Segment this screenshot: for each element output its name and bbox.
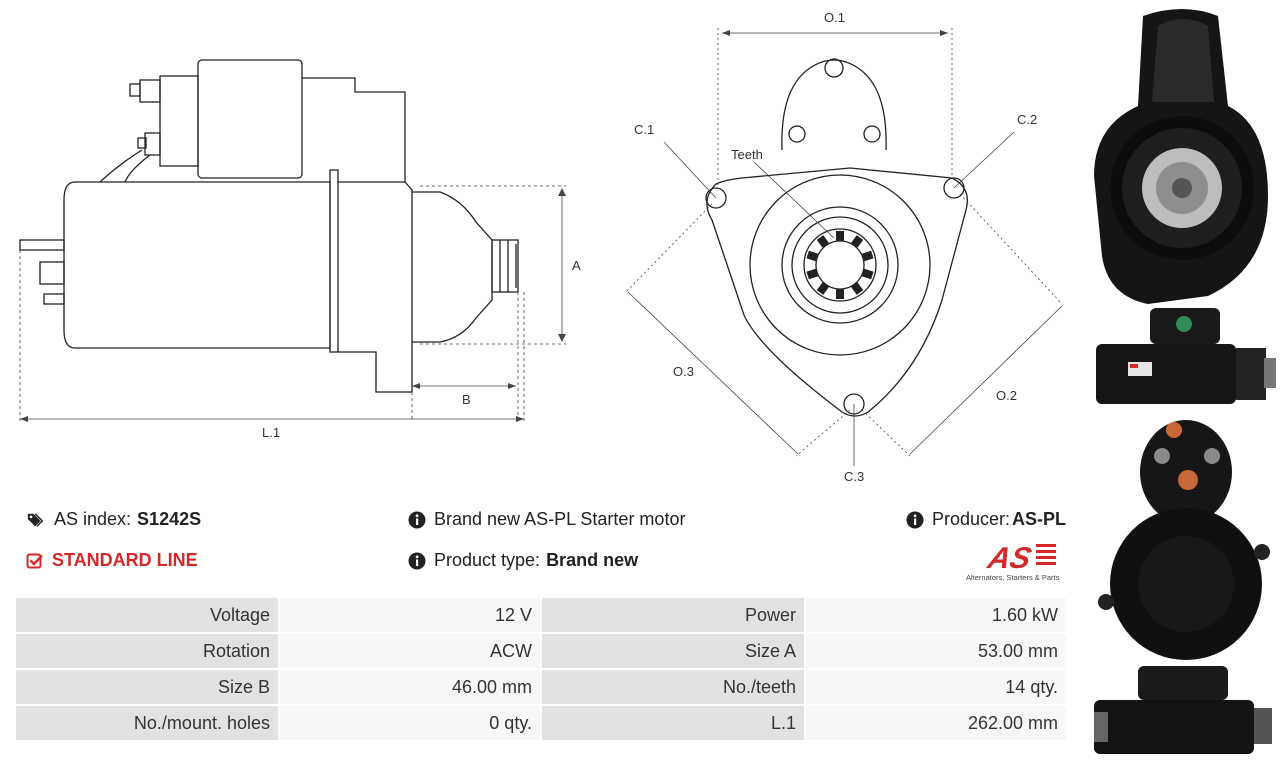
- specs-table: Voltage 12 V Power 1.60 kW Rotation ACW …: [14, 596, 1068, 742]
- as-index-value: S1242S: [137, 509, 202, 529]
- hole-c2-label: C.2: [1017, 112, 1037, 127]
- spec-value: 0 qty.: [280, 706, 540, 740]
- photo-side-view: [1096, 308, 1276, 404]
- as-pl-logo: AS Alternators, Starters & Parts: [966, 541, 1060, 582]
- teeth-label: Teeth: [731, 147, 763, 162]
- front-view-drawing: O.1 O.2 O.3 C.1 C.2 C.3 Teeth: [625, 10, 1063, 484]
- svg-text:Alternators, Starters & Parts: Alternators, Starters & Parts: [966, 573, 1060, 582]
- product-line-label: STANDARD LINE: [52, 550, 198, 570]
- dimension-a-label: A: [572, 258, 581, 273]
- dimension-l1-label: L.1: [262, 425, 280, 440]
- spec-value: 14 qty.: [806, 670, 1066, 704]
- svg-text:AS: AS: [984, 541, 1035, 574]
- spec-value: 46.00 mm: [280, 670, 540, 704]
- spec-value: 12 V: [280, 598, 540, 632]
- dimension-o2-label: O.2: [996, 388, 1017, 403]
- photo-top-view: [1094, 666, 1272, 754]
- spec-label: Rotation: [16, 634, 278, 668]
- spec-value: 1.60 kW: [806, 598, 1066, 632]
- info-icon: [408, 511, 426, 528]
- spec-label: Power: [542, 598, 804, 632]
- spec-label: Size B: [16, 670, 278, 704]
- hole-c3-label: C.3: [844, 469, 864, 484]
- tags-icon: [27, 512, 44, 527]
- as-index-label: AS index:: [54, 509, 132, 529]
- spec-label: Size A: [542, 634, 804, 668]
- spec-label: L.1: [542, 706, 804, 740]
- dimension-b-label: B: [462, 392, 471, 407]
- producer-value: AS-PL: [1012, 509, 1067, 529]
- table-row: No./mount. holes 0 qty. L.1 262.00 mm: [16, 706, 1066, 740]
- photo-front-view: [1094, 9, 1268, 304]
- producer: Producer: AS-PL: [906, 509, 1066, 530]
- product-description: Brand new AS-PL Starter motor: [408, 509, 685, 530]
- info-icon: [906, 511, 924, 528]
- check-square-icon: [26, 553, 43, 568]
- description-text: Brand new AS-PL Starter motor: [434, 509, 686, 529]
- product-line: STANDARD LINE: [26, 550, 198, 571]
- product-type-label: Product type:: [434, 550, 541, 570]
- product-type-value: Brand new: [546, 550, 639, 570]
- table-row: Size B 46.00 mm No./teeth 14 qty.: [16, 670, 1066, 704]
- spec-value: ACW: [280, 634, 540, 668]
- photo-rear-view: [1098, 420, 1270, 660]
- dimension-o3-label: O.3: [673, 364, 694, 379]
- spec-label: No./mount. holes: [16, 706, 278, 740]
- spec-label: No./teeth: [542, 670, 804, 704]
- spec-label: Voltage: [16, 598, 278, 632]
- hole-c1-label: C.1: [634, 122, 654, 137]
- product-type: Product type: Brand new: [408, 550, 638, 571]
- table-row: Rotation ACW Size A 53.00 mm: [16, 634, 1066, 668]
- info-icon: [408, 552, 426, 569]
- as-index: AS index: S1242S: [26, 509, 201, 530]
- dimension-o1-label: O.1: [824, 10, 845, 25]
- spec-value: 53.00 mm: [806, 634, 1066, 668]
- producer-label: Producer:: [932, 509, 1011, 529]
- table-row: Voltage 12 V Power 1.60 kW: [16, 598, 1066, 632]
- spec-value: 262.00 mm: [806, 706, 1066, 740]
- side-view-drawing: A B L.1: [19, 59, 581, 440]
